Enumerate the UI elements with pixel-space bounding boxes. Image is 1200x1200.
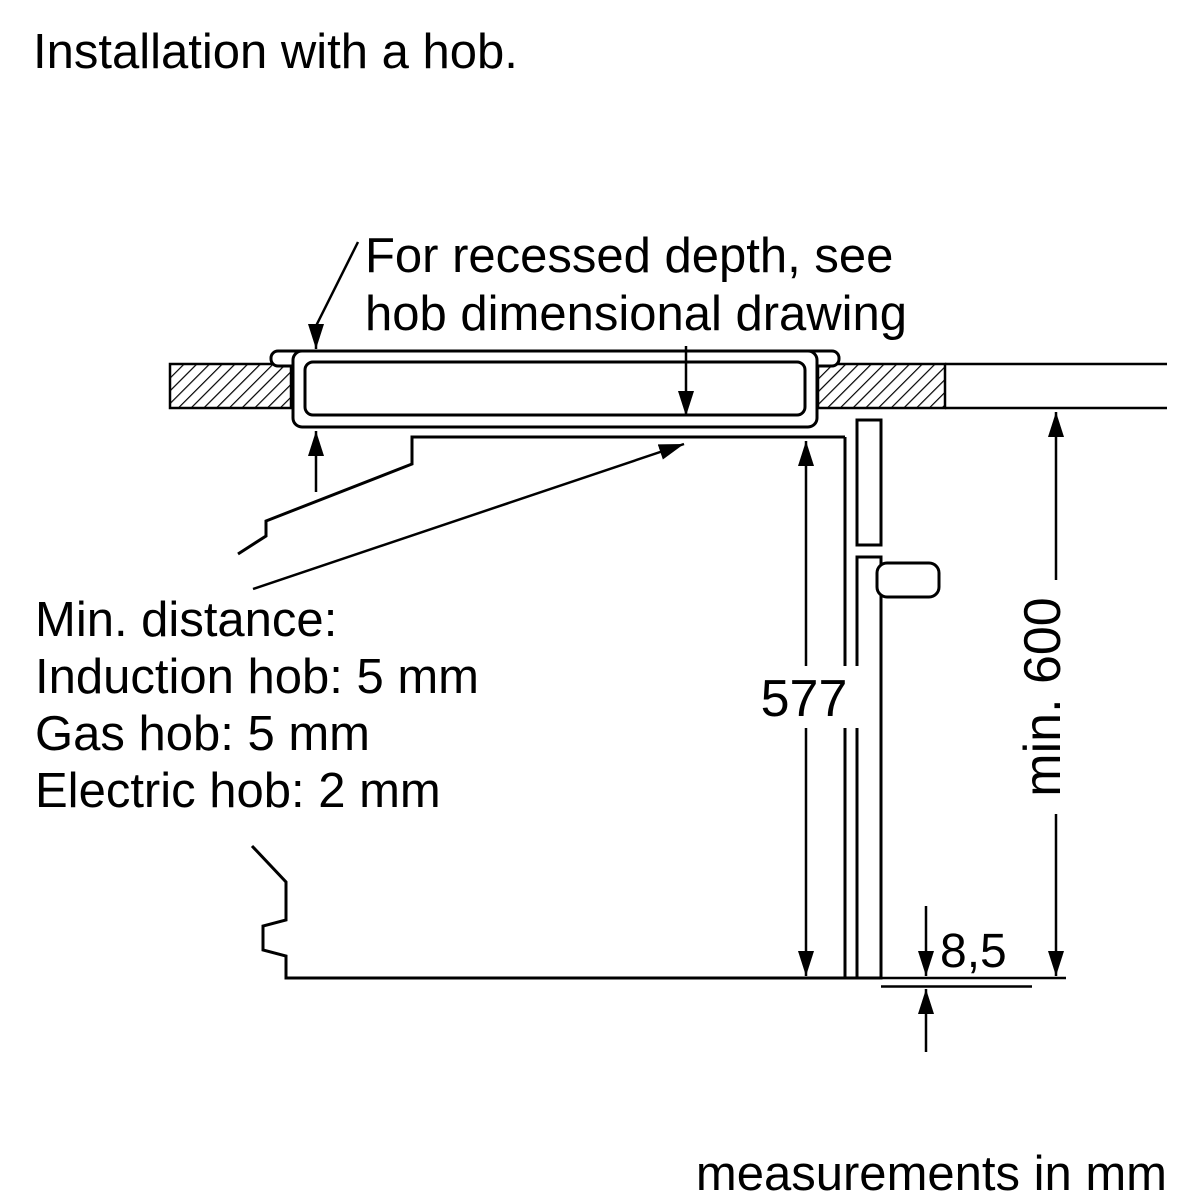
worktop-right-section [816, 362, 947, 410]
recessed-depth-leader-arrow [308, 241, 360, 349]
oven-handle [875, 561, 941, 599]
hob-inner-tub [303, 360, 807, 417]
worktop-left-section [168, 362, 293, 410]
recessed-depth-note-line1: For recessed depth, see [365, 229, 893, 283]
min-distance-induction: Induction hob: 5 mm [35, 650, 479, 704]
oven-door-front [855, 555, 883, 980]
min-distance-heading: Min. distance: [35, 593, 337, 647]
dim-600-label: min. 600 [1014, 597, 1072, 796]
oven-control-panel [855, 418, 883, 547]
cabinet-bottom-break-line [250, 844, 857, 980]
dim-600-text-mask [1014, 580, 1078, 814]
dim-577-label: 577 [761, 670, 848, 728]
oven-top-break-line [237, 435, 845, 556]
dim-577-text-mask [748, 666, 860, 728]
min-distance-leader-arrow [252, 442, 685, 591]
page-title: Installation with a hob. [33, 25, 518, 79]
recessed-depth-note-line2: hob dimensional drawing [365, 287, 907, 341]
units-note: measurements in mm [696, 1147, 1167, 1200]
min-distance-electric: Electric hob: 2 mm [35, 764, 441, 818]
min-distance-gas: Gas hob: 5 mm [35, 707, 370, 761]
dim-85-label: 8,5 [940, 925, 1007, 978]
